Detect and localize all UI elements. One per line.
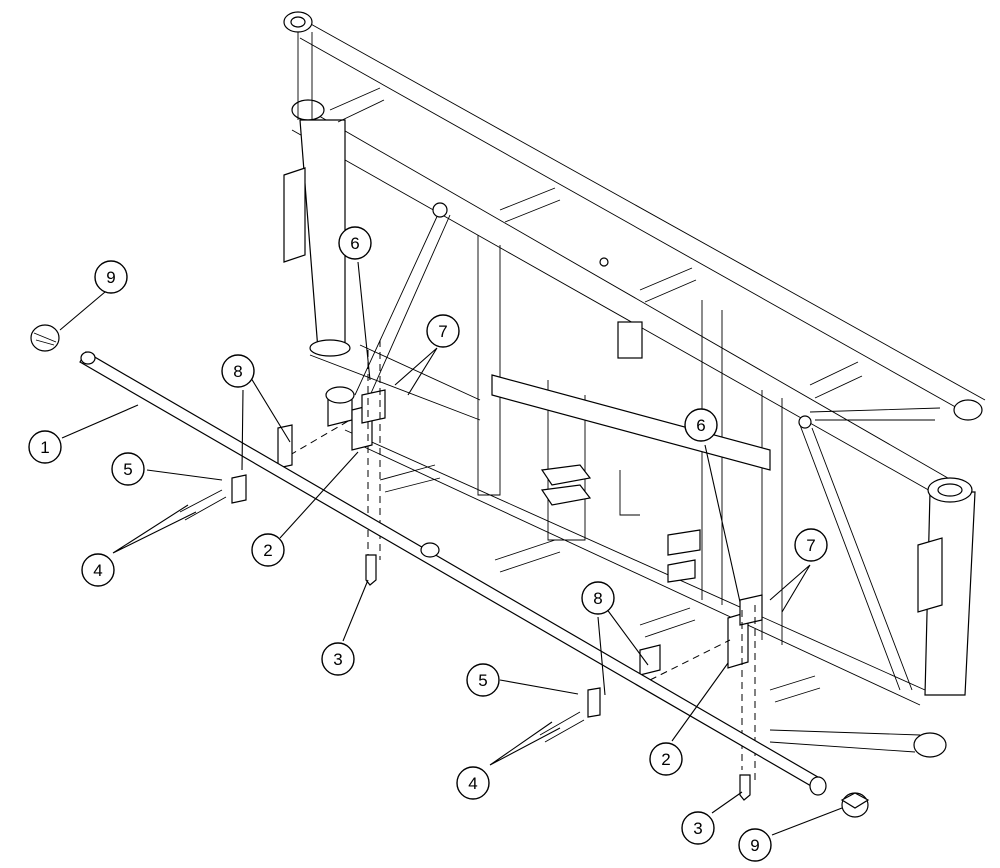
hardware-left [179, 340, 386, 586]
callout-8-right: 8 [581, 581, 615, 615]
svg-text:2: 2 [661, 750, 670, 769]
svg-text:6: 6 [350, 234, 359, 253]
svg-text:6: 6 [696, 416, 705, 435]
callout-5-right: 5 [466, 663, 500, 697]
callout-4-right: 4 [456, 766, 490, 800]
boom-frame [283, 11, 986, 758]
callout-9-right: 9 [738, 828, 772, 862]
end-cap-left [30, 324, 60, 352]
end-cap-right [840, 792, 870, 818]
callout-8-left: 8 [221, 354, 255, 388]
tube-part-1 [79, 351, 827, 796]
callout-7-left: 7 [426, 314, 460, 348]
svg-text:1: 1 [40, 438, 49, 457]
svg-text:4: 4 [468, 774, 477, 793]
callout-3-left: 3 [321, 642, 355, 676]
svg-text:4: 4 [93, 561, 102, 580]
callout-9-left: 9 [94, 260, 128, 294]
callout-6-left: 6 [338, 226, 372, 260]
svg-text:3: 3 [333, 650, 342, 669]
callout-3-right: 3 [681, 811, 715, 845]
callout-1: 1 [28, 430, 62, 464]
callout-2-right: 2 [649, 742, 683, 776]
callout-4-left: 4 [81, 553, 115, 587]
svg-text:5: 5 [123, 460, 132, 479]
hardware-right [539, 594, 763, 801]
callout-6-right: 6 [684, 408, 718, 442]
svg-text:5: 5 [478, 671, 487, 690]
svg-text:9: 9 [750, 836, 759, 855]
callout-7-right: 7 [794, 528, 828, 562]
svg-text:3: 3 [693, 819, 702, 838]
svg-text:8: 8 [233, 362, 242, 381]
svg-text:8: 8 [593, 589, 602, 608]
svg-text:9: 9 [106, 268, 115, 287]
callout-2-left: 2 [251, 533, 285, 567]
svg-text:2: 2 [263, 541, 272, 560]
leader-lines [59, 261, 843, 836]
svg-text:7: 7 [438, 322, 447, 341]
callout-5-left: 5 [111, 452, 145, 486]
svg-text:7: 7 [806, 536, 815, 555]
